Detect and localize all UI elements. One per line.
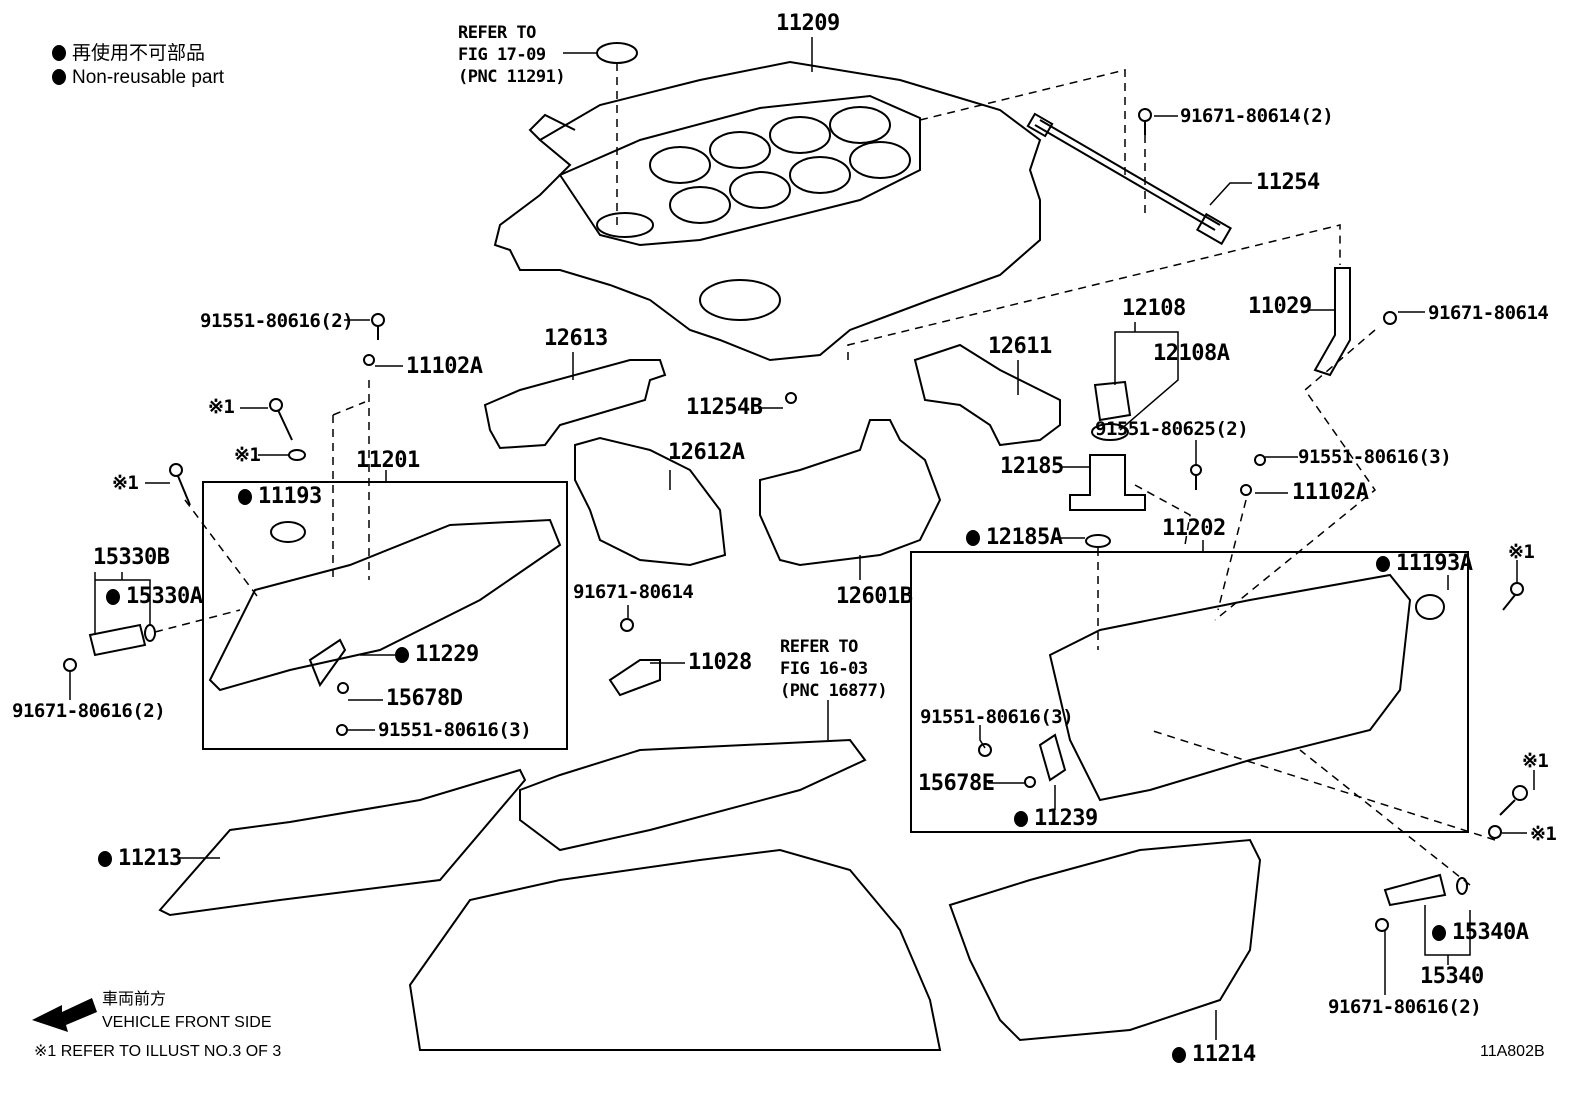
bracket-11229 <box>308 638 347 688</box>
part-label-15340A[interactable]: 15340A <box>1432 922 1529 944</box>
part-label-91551-80616-3-right[interactable]: 91551-80616(3) <box>920 706 1074 728</box>
bullet-icon <box>52 69 66 85</box>
note-mark-1-washer: ※1 <box>234 444 261 466</box>
part-label-11214[interactable]: 11214 <box>1172 1044 1256 1066</box>
group-box-11202 <box>910 551 1469 833</box>
engine-cover-11209 <box>493 60 1042 362</box>
part-label-11028[interactable]: 11028 <box>688 650 752 675</box>
legend-non-reusable-jp: 再使用不可部品 <box>52 42 205 66</box>
bracket-11028 <box>608 659 661 697</box>
non-reusable-bullet-icon <box>966 530 980 546</box>
note-mark-1-bolt-b: ※1 <box>112 472 139 494</box>
part-label-15678E[interactable]: 15678E <box>918 771 995 796</box>
part-label-91671-80614-2[interactable]: 91671-80614(2) <box>1180 105 1334 127</box>
non-reusable-bullet-icon <box>1376 556 1390 572</box>
ocv-left <box>88 623 147 657</box>
non-reusable-bullet-icon <box>98 851 112 867</box>
part-label-11254[interactable]: 11254 <box>1256 170 1320 195</box>
part-label-12601B[interactable]: 12601B <box>836 584 913 609</box>
ocv-right <box>1383 873 1447 907</box>
dashed-lines <box>154 63 1496 886</box>
shield-12611 <box>913 343 1061 447</box>
note-mark-1-bolt-a: ※1 <box>208 396 235 418</box>
part-label-12185[interactable]: 12185 <box>1000 454 1064 479</box>
leader-lines <box>69 37 1535 1040</box>
seal-11193 <box>270 521 306 543</box>
seal-11193A <box>1415 594 1445 620</box>
gasket-11214 <box>948 838 1262 1042</box>
part-label-11201[interactable]: 11201 <box>356 448 420 473</box>
legend-non-reusable-en: Non-reusable part <box>52 66 224 90</box>
part-label-12185A[interactable]: 12185A <box>966 527 1063 549</box>
bracket-11239 <box>1038 733 1067 782</box>
part-label-12108[interactable]: 12108 <box>1122 296 1186 321</box>
gasket-12185A <box>1085 534 1111 548</box>
part-label-15330B[interactable]: 15330B <box>93 545 170 570</box>
shield-12613 <box>483 359 667 450</box>
emblem <box>596 42 638 64</box>
vehicle-front-label-en: VEHICLE FRONT SIDE <box>102 1014 272 1031</box>
part-label-91671-80614-bracket[interactable]: 91671-80614 <box>1428 302 1549 324</box>
illustration-id: 11A802B <box>1480 1043 1545 1060</box>
part-label-11229[interactable]: 11229 <box>395 644 479 666</box>
oil-filler-neck <box>1069 454 1146 511</box>
non-reusable-bullet-icon <box>395 647 409 663</box>
part-label-91671-80614-11028[interactable]: 91671-80614 <box>573 581 694 603</box>
reference-fig-17-09[interactable]: REFER TO FIG 17-09 (PNC 11291) <box>458 23 566 87</box>
part-label-12611[interactable]: 12611 <box>988 334 1052 359</box>
non-reusable-bullet-icon <box>238 489 252 505</box>
filler-gasket <box>1091 423 1129 441</box>
bullet-icon <box>52 45 66 61</box>
note-mark-1-right-bolt: ※1 <box>1522 750 1549 772</box>
part-label-11239[interactable]: 11239 <box>1014 808 1098 830</box>
part-label-11209[interactable]: 11209 <box>776 11 840 36</box>
part-label-15340[interactable]: 15340 <box>1420 964 1484 989</box>
footnote-refer-illust: ※1 REFER TO ILLUST NO.3 OF 3 <box>34 1043 282 1060</box>
non-reusable-bullet-icon <box>106 589 120 605</box>
cylinder-head-cover-right <box>1048 573 1412 802</box>
front-direction-arrow <box>32 998 97 1032</box>
part-label-91671-80616-2-left[interactable]: 91671-80616(2) <box>12 700 166 722</box>
group-box-11201 <box>202 481 568 750</box>
cover-12601B <box>759 419 942 567</box>
part-label-91671-80616-2-right[interactable]: 91671-80616(2) <box>1328 996 1482 1018</box>
part-label-12613[interactable]: 12613 <box>544 326 608 351</box>
part-label-11213[interactable]: 11213 <box>98 848 182 870</box>
part-label-12612A[interactable]: 12612A <box>668 440 745 465</box>
bolts <box>63 108 1528 932</box>
rod-11254 <box>1034 119 1221 231</box>
part-label-11029[interactable]: 11029 <box>1248 294 1312 319</box>
part-label-91551-80616-3-left[interactable]: 91551-80616(3) <box>378 719 532 741</box>
part-label-11193[interactable]: 11193 <box>238 486 322 508</box>
shield-12612A <box>574 436 727 567</box>
part-label-91551-80625-2[interactable]: 91551-80625(2) <box>1095 418 1249 440</box>
part-label-15678D[interactable]: 15678D <box>386 686 463 711</box>
note-mark-1-right-top: ※1 <box>1508 541 1535 563</box>
part-label-11254B[interactable]: 11254B <box>686 395 763 420</box>
non-reusable-bullet-icon <box>1172 1047 1186 1063</box>
gasket-11213 <box>158 768 527 917</box>
part-label-91551-80616-3-top[interactable]: 91551-80616(3) <box>1298 446 1452 468</box>
part-label-11193A[interactable]: 11193A <box>1376 553 1473 575</box>
non-reusable-bullet-icon <box>1432 925 1446 941</box>
engine-block <box>408 848 942 1051</box>
part-label-11202[interactable]: 11202 <box>1162 516 1226 541</box>
oil-filler-cap <box>1093 380 1132 422</box>
non-reusable-bullet-icon <box>1014 811 1028 827</box>
intake-plenum <box>519 738 867 852</box>
part-label-15330A[interactable]: 15330A <box>106 586 203 608</box>
part-label-11102A-right[interactable]: 11102A <box>1292 480 1369 505</box>
note-mark-1-right-washer: ※1 <box>1530 823 1557 845</box>
cylinder-head-cover-left <box>208 518 562 692</box>
part-label-11102A-left[interactable]: 11102A <box>406 354 483 379</box>
bracket-11029 <box>1313 267 1351 377</box>
reference-fig-16-03[interactable]: REFER TO FIG 16-03 (PNC 16877) <box>780 637 888 701</box>
part-label-12108A[interactable]: 12108A <box>1153 341 1230 366</box>
part-label-91551-80616-2[interactable]: 91551-80616(2) <box>200 310 354 332</box>
vehicle-front-label-jp: 車両前方 <box>102 991 167 1008</box>
